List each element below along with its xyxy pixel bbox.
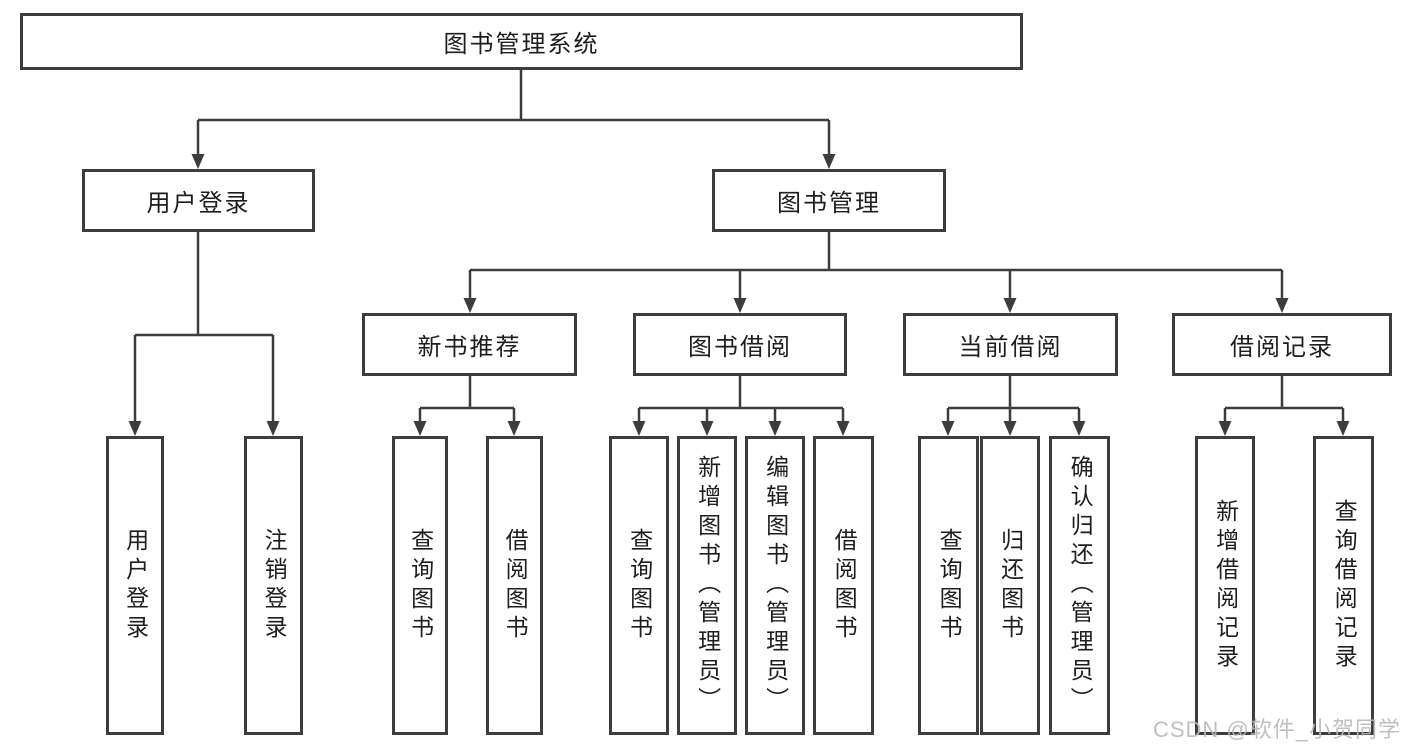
leaf-borrow-books-recommend-label: 借阅图书 bbox=[502, 527, 529, 644]
leaf-query-books-borrow-label: 查询图书 bbox=[626, 527, 653, 644]
node-borrow-records-label: 借阅记录 bbox=[1230, 334, 1334, 361]
node-book-management: 图书管理 bbox=[712, 169, 946, 232]
leaf-logout: 注销登录 bbox=[244, 436, 303, 735]
node-borrow-records: 借阅记录 bbox=[1172, 313, 1392, 376]
arrowhead-icon bbox=[1072, 421, 1086, 436]
arrowhead-icon bbox=[413, 421, 427, 436]
arrowhead-icon bbox=[507, 421, 521, 436]
arrowhead-icon bbox=[941, 421, 955, 436]
node-new-book-recommend-label: 新书推荐 bbox=[417, 334, 522, 361]
leaf-edit-books-admin-label: 编辑图书（管理员） bbox=[762, 455, 789, 716]
leaf-confirm-return-admin-label: 确认归还（管理员） bbox=[1067, 455, 1094, 716]
arrowhead-icon bbox=[836, 421, 850, 436]
arrowhead-icon bbox=[128, 421, 142, 436]
arrowhead-icon bbox=[266, 421, 280, 436]
leaf-user-login: 用户登录 bbox=[106, 436, 164, 735]
connector-book-borrow-to-leaves bbox=[632, 376, 850, 436]
leaf-add-books-admin: 新增图书（管理员） bbox=[677, 436, 737, 735]
connector-new-book-to-leaves bbox=[413, 376, 521, 436]
leaf-query-books-recommend: 查询图书 bbox=[392, 436, 448, 735]
node-current-borrow-label: 当前借阅 bbox=[958, 334, 1063, 361]
arrowhead-icon bbox=[733, 298, 747, 313]
leaf-add-borrow-record-label: 新增借阅记录 bbox=[1212, 498, 1239, 673]
arrowhead-icon bbox=[822, 154, 836, 169]
node-book-borrow: 图书借阅 bbox=[633, 313, 847, 376]
connector-user-login-to-leaves bbox=[128, 232, 280, 436]
leaf-query-books-borrow: 查询图书 bbox=[609, 436, 669, 735]
arrowhead-icon bbox=[1336, 421, 1350, 436]
node-current-borrow: 当前借阅 bbox=[903, 313, 1118, 376]
connector-root-to-level2 bbox=[191, 70, 836, 169]
arrowhead-icon bbox=[1003, 421, 1017, 436]
arrowhead-icon bbox=[632, 421, 646, 436]
leaf-query-books-current-label: 查询图书 bbox=[936, 527, 963, 644]
leaf-return-books: 归还图书 bbox=[980, 436, 1040, 735]
connector-book-mgmt-to-level3 bbox=[463, 232, 1289, 313]
leaf-borrow-books-borrow-label: 借阅图书 bbox=[831, 527, 858, 644]
leaf-return-books-label: 归还图书 bbox=[997, 527, 1024, 644]
node-library-system: 图书管理系统 bbox=[20, 13, 1023, 70]
leaf-query-books-current: 查询图书 bbox=[918, 436, 979, 735]
node-new-book-recommend: 新书推荐 bbox=[362, 313, 577, 376]
leaf-query-books-recommend-label: 查询图书 bbox=[407, 527, 434, 644]
leaf-borrow-books-borrow: 借阅图书 bbox=[813, 436, 874, 735]
arrowhead-icon bbox=[1275, 298, 1289, 313]
connector-borrow-records-to-leaves bbox=[1218, 376, 1350, 436]
node-book-borrow-label: 图书借阅 bbox=[688, 334, 792, 361]
csdn-watermark: CSDN @软件_小贺同学 bbox=[1152, 717, 1401, 742]
node-user-login-label: 用户登录 bbox=[146, 190, 251, 217]
arrowhead-icon bbox=[700, 421, 714, 436]
leaf-user-login-label: 用户登录 bbox=[122, 527, 149, 644]
leaf-query-borrow-record: 查询借阅记录 bbox=[1313, 436, 1374, 735]
leaf-edit-books-admin: 编辑图书（管理员） bbox=[745, 436, 805, 735]
connector-current-borrow-to-leaves bbox=[941, 376, 1086, 436]
leaf-confirm-return-admin: 确认归还（管理员） bbox=[1049, 436, 1110, 735]
arrowhead-icon bbox=[768, 421, 782, 436]
leaf-borrow-books-recommend: 借阅图书 bbox=[486, 436, 543, 735]
leaf-add-borrow-record: 新增借阅记录 bbox=[1195, 436, 1255, 735]
leaf-query-borrow-record-label: 查询借阅记录 bbox=[1331, 498, 1358, 673]
node-library-system-label: 图书管理系统 bbox=[443, 31, 600, 58]
arrowhead-icon bbox=[191, 154, 205, 169]
arrowhead-icon bbox=[1218, 421, 1232, 436]
arrowhead-icon bbox=[1003, 298, 1017, 313]
leaf-logout-label: 注销登录 bbox=[261, 527, 288, 644]
leaf-add-books-admin-label: 新增图书（管理员） bbox=[694, 455, 721, 716]
node-book-management-label: 图书管理 bbox=[777, 190, 881, 217]
arrowhead-icon bbox=[463, 298, 477, 313]
node-user-login: 用户登录 bbox=[82, 169, 315, 232]
